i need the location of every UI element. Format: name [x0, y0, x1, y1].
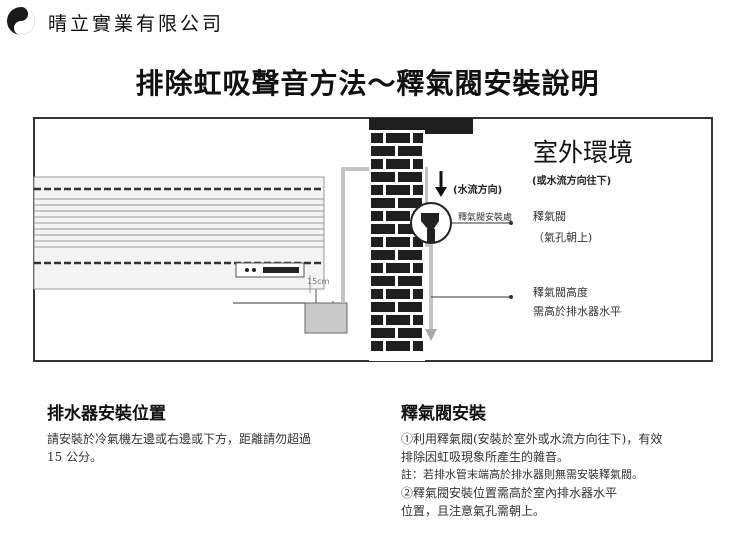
outdoor-label: 室外環境 [533, 138, 634, 167]
valve-icon [421, 213, 439, 233]
outdoor-sub-label: (或水流方向往下) [532, 176, 612, 187]
drain-section-text: 請安裝於冷氣機左邊或右邊或下方，距離請勿超過 15 公分。 [47, 430, 367, 466]
text-line: 請安裝於冷氣機左邊或右邊或下方，距離請勿超過 [47, 432, 312, 446]
text-line: 15 公分。 [47, 450, 103, 464]
installation-diagram [33, 117, 713, 362]
water-direction-arrow-icon [435, 187, 447, 197]
water-direction-label: (水流方向) [453, 185, 503, 196]
page-title: 排除虹吸聲音方法～釋氣閥安裝說明 [135, 67, 600, 100]
valve-section-title: 釋氣閥安裝 [401, 404, 486, 424]
text-line: ①利用釋氣閥(安裝於室外或水流方向往下)，有效 [401, 432, 663, 446]
valve-section-text: ①利用釋氣閥(安裝於室外或水流方向往下)，有效 排除因虹吸現象所產生的雜音。 註… [401, 430, 721, 520]
text-line: 位置，且注意氣孔需朝上。 [401, 504, 546, 518]
valve-position-label: 釋氣閥安裝處 [458, 213, 513, 223]
valve-height-label: 釋氣閥高度 [533, 286, 588, 299]
text-line: 排除因虹吸現象所產生的雜音。 [401, 450, 570, 464]
drain-section-title: 排水器安裝位置 [47, 404, 166, 424]
company-logo-icon [7, 7, 35, 35]
ac-louvers [34, 198, 324, 248]
text-line: 註：若排水管末端高於排水器則無需安裝釋氣閥。 [401, 468, 643, 481]
brick-wall [369, 118, 473, 361]
flow-arrow-icon [425, 329, 437, 341]
valve-hole-label: （氣孔朝上) [533, 231, 593, 244]
company-name: 晴立實業有限公司 [48, 13, 225, 35]
dimension-label: 15cm [307, 277, 330, 286]
text-line: ②釋氣閥安裝位置需高於室內排水器水平 [401, 486, 618, 500]
valve-higher-label: 需高於排水器水平 [533, 305, 621, 318]
drain-box [304, 302, 348, 334]
valve-name-label: 釋氣閥 [533, 210, 566, 223]
